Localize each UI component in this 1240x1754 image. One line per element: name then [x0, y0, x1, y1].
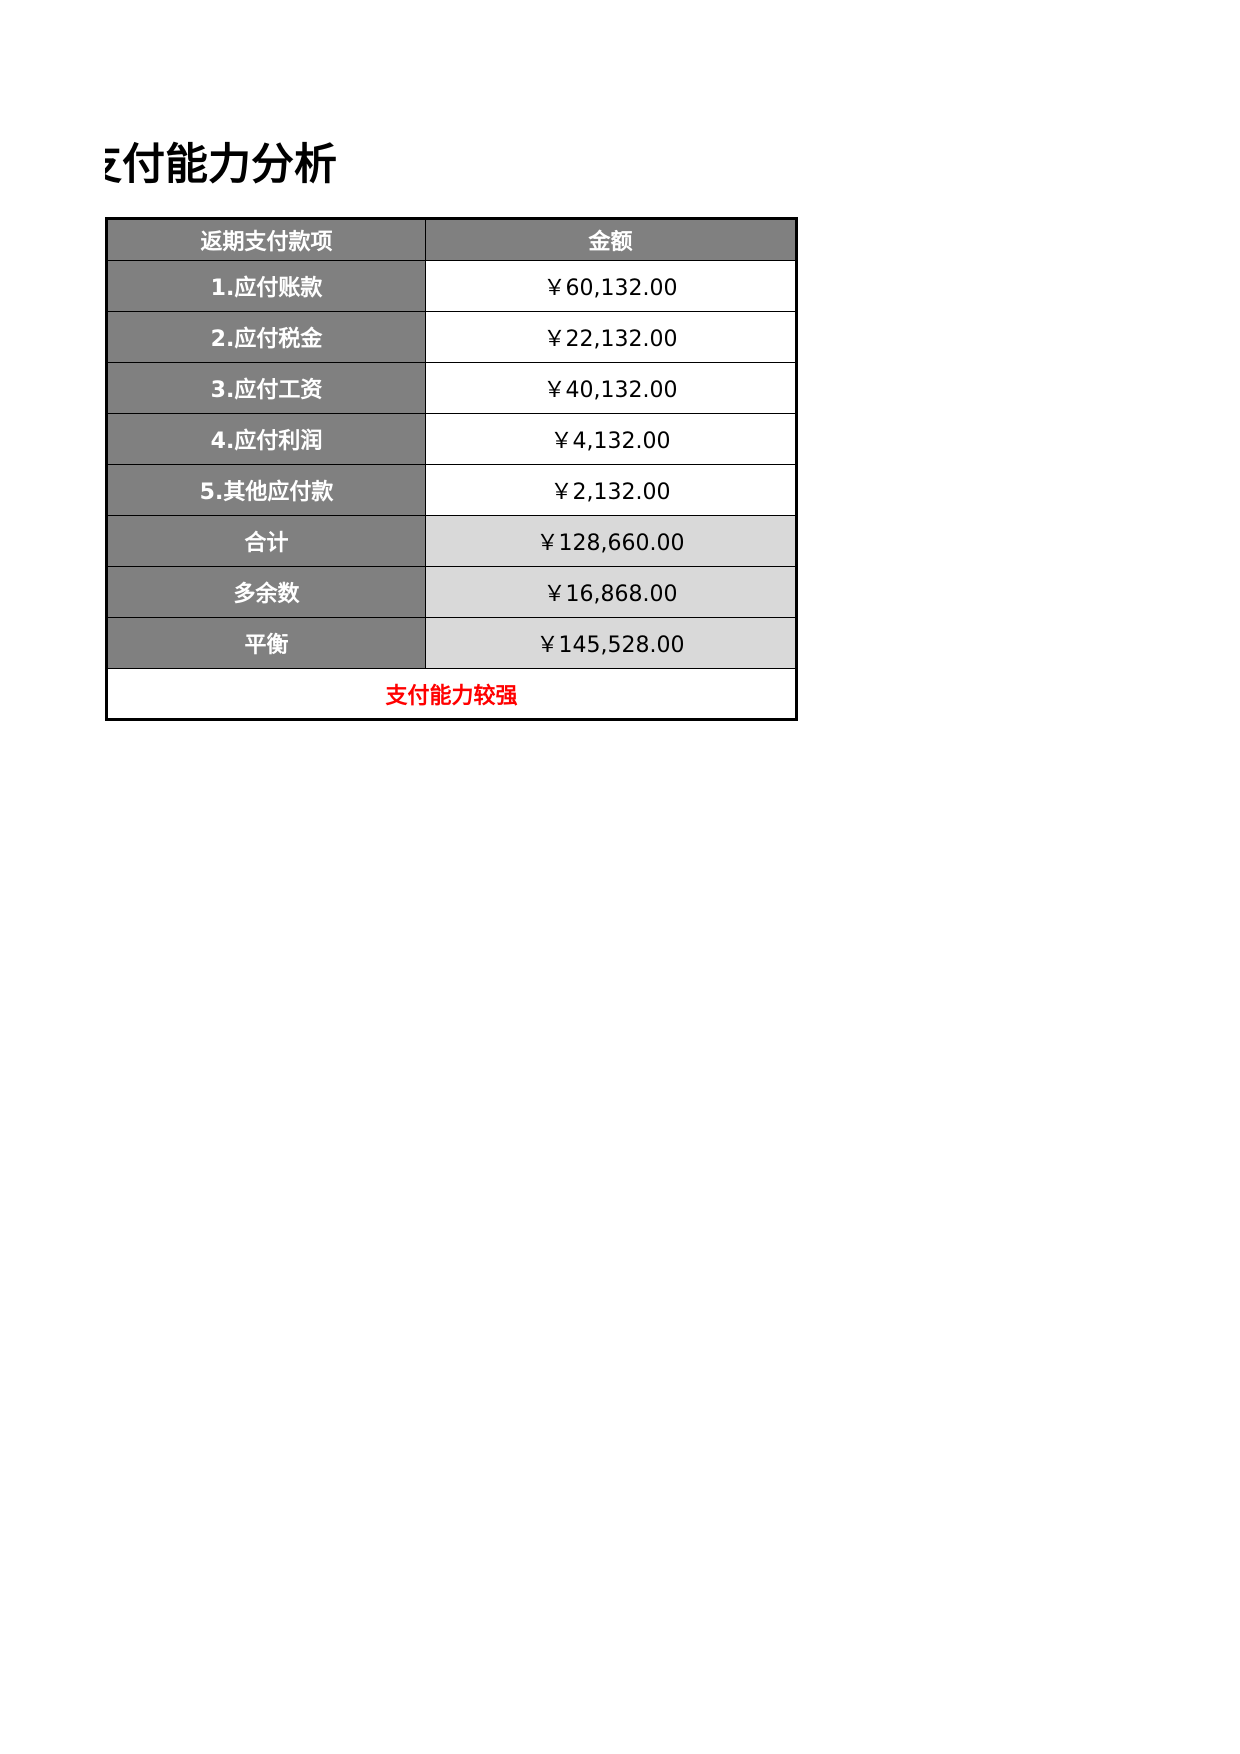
title-container: 支付能力分析 [105, 135, 505, 195]
table-row: 3.应付工资￥40,132.00 [106, 362, 797, 414]
total-row: 合计￥128,660.00 [106, 515, 797, 567]
conclusion-text: 支付能力较强 [106, 668, 797, 720]
row-label: 平衡 [106, 617, 426, 669]
payment-capacity-table: 返期支付款项 金额 1.应付账款￥60,132.00 2.应付税金￥22,132… [105, 217, 798, 721]
row-value: ￥60,132.00 [425, 260, 797, 312]
row-label: 1.应付账款 [106, 260, 426, 312]
conclusion-row: 支付能力较强 [106, 668, 797, 720]
row-value: ￥16,868.00 [425, 566, 797, 618]
row-label: 4.应付利润 [106, 413, 426, 465]
row-value: ￥40,132.00 [425, 362, 797, 414]
row-value: ￥22,132.00 [425, 311, 797, 363]
header-amount: 金额 [425, 218, 797, 261]
balance-row: 平衡￥145,528.00 [106, 617, 797, 669]
row-label: 2.应付税金 [106, 311, 426, 363]
row-value: ￥128,660.00 [425, 515, 797, 567]
row-label: 多余数 [106, 566, 426, 618]
row-value: ￥2,132.00 [425, 464, 797, 516]
row-label: 5.其他应付款 [106, 464, 426, 516]
row-value: ￥4,132.00 [425, 413, 797, 465]
table-row: 2.应付税金￥22,132.00 [106, 311, 797, 363]
table-row: 4.应付利润￥4,132.00 [106, 413, 797, 465]
row-label: 合计 [106, 515, 426, 567]
row-label: 3.应付工资 [106, 362, 426, 414]
surplus-row: 多余数￥16,868.00 [106, 566, 797, 618]
row-value: ￥145,528.00 [425, 617, 797, 669]
header-item: 返期支付款项 [106, 218, 426, 261]
table-header-row: 返期支付款项 金额 [106, 218, 797, 261]
table-row: 1.应付账款￥60,132.00 [106, 260, 797, 312]
table-row: 5.其他应付款￥2,132.00 [106, 464, 797, 516]
page-title: 支付能力分析 [105, 140, 337, 190]
